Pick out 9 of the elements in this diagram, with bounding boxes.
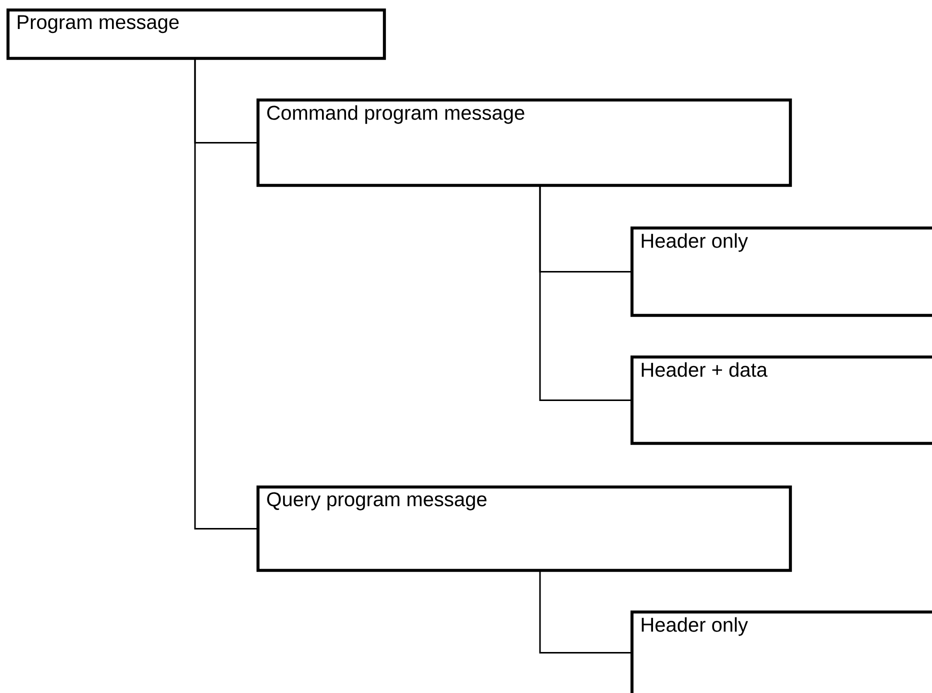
box: Command program message [256, 98, 792, 187]
connector-line [539, 570, 632, 654]
box: Header only [630, 610, 932, 693]
box: Header + data [630, 356, 932, 445]
connector-line [539, 185, 632, 401]
box: Program message [6, 8, 386, 60]
box: Header only [630, 226, 932, 317]
box: Query program message [256, 486, 792, 572]
connector-line [194, 58, 258, 530]
